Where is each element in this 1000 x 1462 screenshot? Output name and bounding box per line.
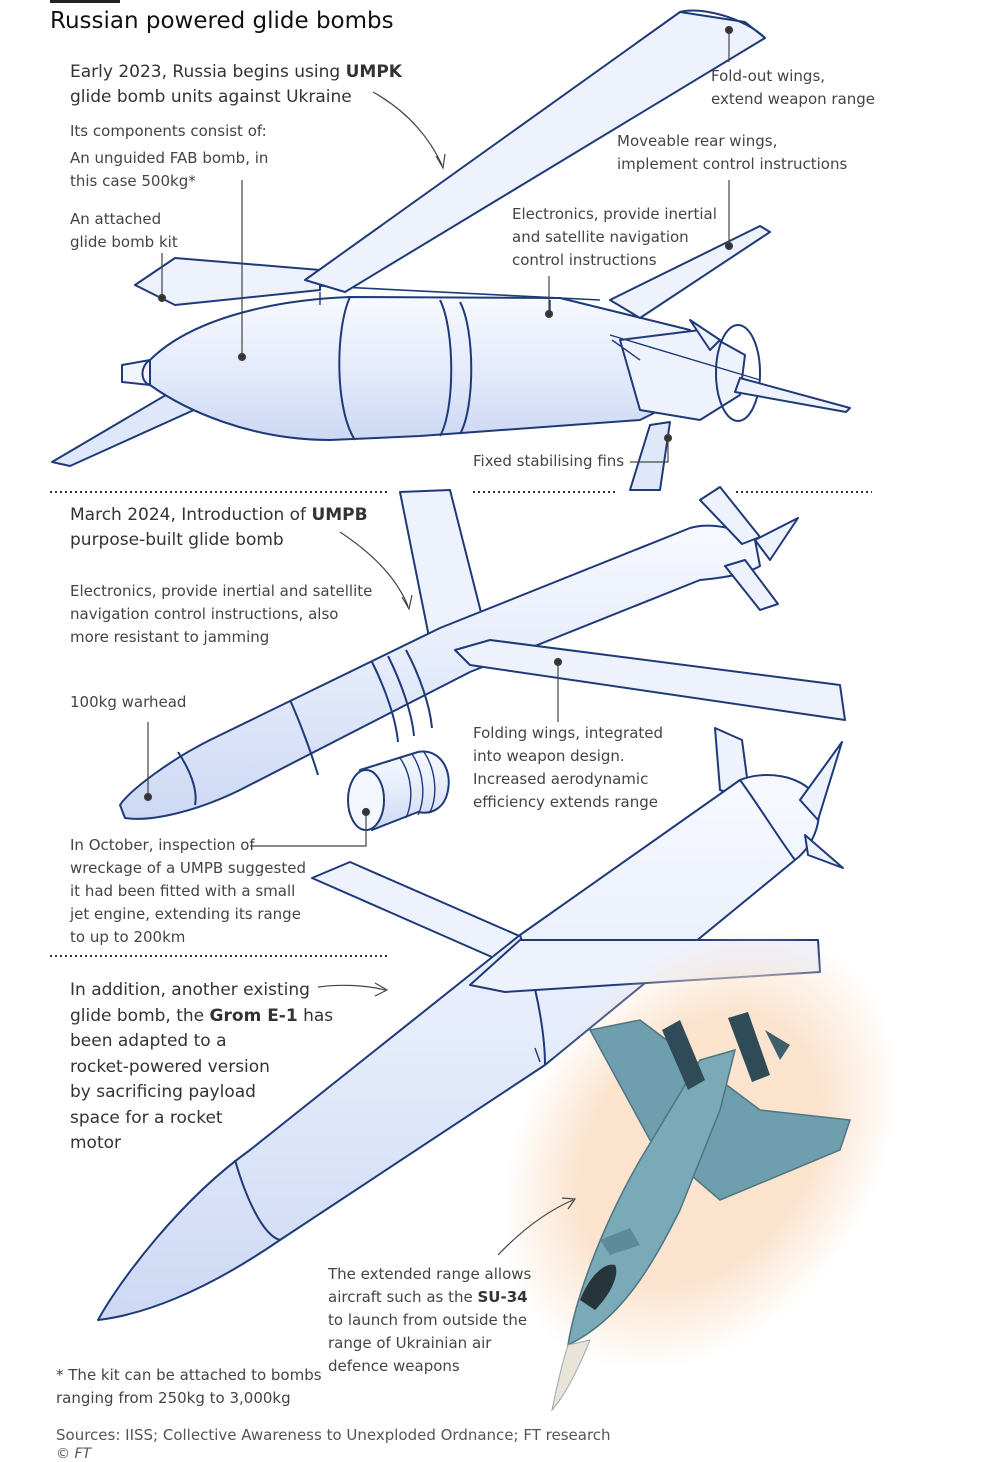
umpb-oct-line1: In October, inspection of bbox=[70, 836, 255, 854]
su34-description: The extended range allows aircraft such … bbox=[328, 1263, 531, 1378]
jet-engine bbox=[347, 750, 450, 831]
sources: Sources: IISS; Collective Awareness to U… bbox=[56, 1426, 611, 1444]
grom-line2-pre: glide bomb, the bbox=[70, 1005, 210, 1026]
umpk-rear-label: Moveable rear wings, implement control i… bbox=[617, 130, 847, 176]
umpk-intro-bold: UMPK bbox=[345, 62, 402, 82]
umpk-body bbox=[149, 296, 701, 441]
footnote: * The kit can be attached to bombs rangi… bbox=[56, 1364, 322, 1410]
umpb-electronics-label: Electronics, provide inertial and satell… bbox=[70, 580, 372, 649]
copyright: © FT bbox=[56, 1446, 92, 1462]
grom-line7: motor bbox=[70, 1133, 122, 1153]
umpk-fab-line2: this case 500kg* bbox=[70, 172, 196, 190]
umpb-oct-line4: jet engine, extending its range bbox=[70, 905, 301, 923]
umpb-oct-line3: it had been fitted with a small bbox=[70, 882, 296, 900]
umpk-components-label: Its components consist of: bbox=[70, 122, 267, 140]
su34-line4: range of Ukrainian air bbox=[328, 1334, 492, 1352]
umpk-fins-label: Fixed stabilising fins bbox=[473, 452, 625, 470]
umpb-october-label: In October, inspection of wreckage of a … bbox=[70, 834, 306, 949]
su34-line3: to launch from outside the bbox=[328, 1311, 528, 1329]
umpk-fin-lower bbox=[629, 421, 671, 491]
grom-line2-bold: Grom E-1 bbox=[209, 1005, 298, 1026]
umpb-folding-wing bbox=[454, 639, 846, 721]
umpb-leaders bbox=[143, 531, 563, 847]
umpb-fold-line1: Folding wings, integrated bbox=[473, 724, 664, 742]
page-title: Russian powered glide bombs bbox=[50, 8, 394, 34]
umpk-intro-text: Early 2023, Russia begins using bbox=[70, 62, 346, 82]
umpb-body bbox=[119, 524, 761, 820]
umpk-fin-right bbox=[734, 377, 851, 413]
su34-leader bbox=[497, 1197, 577, 1256]
umpb-intro-text: March 2024, Introduction of bbox=[70, 505, 312, 525]
umpk-electronics-label: Electronics, provide inertial and satell… bbox=[512, 203, 717, 272]
umpb-tail-fin-down bbox=[724, 559, 779, 611]
umpk-kit-line2: glide bomb kit bbox=[70, 233, 178, 251]
umpk-fab-label: An unguided FAB bomb, in this case 500kg… bbox=[70, 147, 268, 193]
umpk-rear-line1: Moveable rear wings, bbox=[617, 132, 778, 150]
umpb-intro-line2: purpose-built glide bomb bbox=[70, 530, 284, 550]
umpb-elec-line3: more resistant to jamming bbox=[70, 628, 270, 646]
umpb-fold-line2: into weapon design. bbox=[473, 747, 625, 765]
umpk-kit-label: An attached glide bomb kit bbox=[70, 208, 178, 254]
umpk-elec-line1: Electronics, provide inertial bbox=[512, 205, 717, 223]
footnote-line2: ranging from 250kg to 3,000kg bbox=[56, 1389, 291, 1407]
grom-line2-post: has bbox=[297, 1005, 334, 1026]
grom-line3: been adapted to a bbox=[70, 1031, 227, 1051]
umpb-elec-line2: navigation control instructions, also bbox=[70, 605, 339, 623]
umpb-warhead-label: 100kg warhead bbox=[70, 693, 187, 711]
footnote-line1: * The kit can be attached to bombs bbox=[56, 1366, 322, 1384]
umpk-elec-line2: and satellite navigation bbox=[512, 228, 689, 246]
su34-aircraft bbox=[501, 929, 899, 1412]
umpb-elec-line1: Electronics, provide inertial and satell… bbox=[70, 582, 373, 600]
umpb-intro: March 2024, Introduction of UMPB purpose… bbox=[70, 503, 368, 553]
umpk-bomb bbox=[51, 9, 851, 491]
umpb-oct-line5: to up to 200km bbox=[70, 928, 186, 946]
grom-description: In addition, another existing glide bomb… bbox=[70, 978, 333, 1157]
top-rule bbox=[50, 0, 120, 3]
grom-line6: space for a rocket bbox=[70, 1107, 223, 1128]
section-separators bbox=[50, 491, 872, 957]
grom-leaders bbox=[317, 982, 389, 997]
umpk-wings-line2: extend weapon range bbox=[711, 90, 876, 108]
umpk-elec-line3: control instructions bbox=[512, 251, 657, 269]
umpk-intro: Early 2023, Russia begins using UMPK gli… bbox=[70, 60, 402, 110]
umpk-rear-line2: implement control instructions bbox=[617, 155, 848, 173]
umpb-fold-line4: efficiency extends range bbox=[473, 793, 658, 811]
umpb-oct-line2: wreckage of a UMPB suggested bbox=[70, 859, 306, 877]
umpk-kit-line1: An attached bbox=[70, 210, 162, 228]
grom-line5: by sacrificing payload bbox=[70, 1082, 256, 1102]
umpk-wings-label: Fold-out wings, extend weapon range bbox=[711, 65, 875, 111]
grom-line4: rocket-powered version bbox=[70, 1056, 270, 1077]
umpk-leaders bbox=[157, 25, 734, 463]
grom-line1: In addition, another existing bbox=[70, 980, 310, 1000]
umpk-wings-line1: Fold-out wings, bbox=[711, 67, 826, 85]
umpb-intro-bold: UMPB bbox=[311, 505, 368, 525]
su34-line5: defence weapons bbox=[328, 1357, 460, 1375]
umpb-folding-label: Folding wings, integrated into weapon de… bbox=[473, 722, 663, 814]
umpb-bomb bbox=[119, 486, 846, 831]
su34-line2-pre: aircraft such as the bbox=[328, 1288, 478, 1306]
su34-line1: The extended range allows bbox=[328, 1265, 532, 1283]
umpk-fab-line1: An unguided FAB bomb, in bbox=[70, 149, 269, 167]
umpb-fold-line3: Increased aerodynamic bbox=[473, 770, 649, 788]
umpk-intro-line2: glide bomb units against Ukraine bbox=[70, 87, 352, 107]
su34-line2-bold: SU-34 bbox=[477, 1288, 528, 1306]
